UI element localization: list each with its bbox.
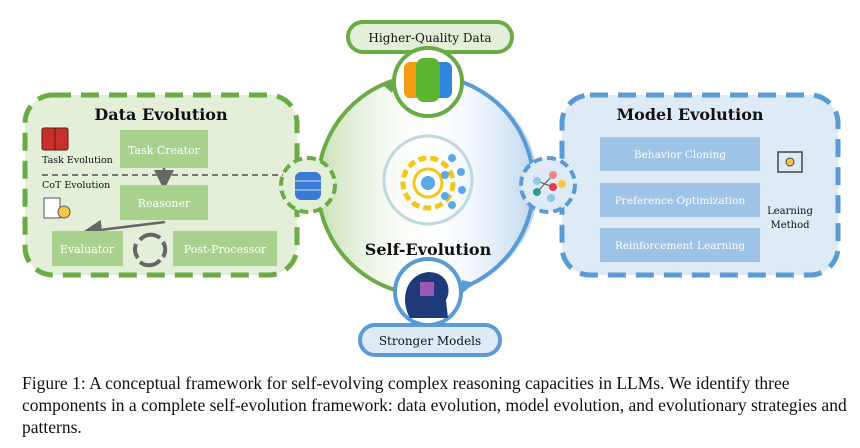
reinforcement-learning-label: Reinforcement Learning [615, 240, 745, 252]
cot-evolution-label: CoT Evolution [42, 180, 110, 191]
task-creator-label: Task Creator [128, 144, 201, 157]
brain-chip-head-icon [393, 257, 463, 327]
post-processor-label: Post-Processor [184, 243, 267, 256]
learning-method-icon [777, 151, 803, 173]
behavior-cloning-label: Behavior Cloning [634, 149, 727, 161]
document-lightbulb-icon [43, 197, 71, 219]
learning-method-label-1: Learning [767, 206, 813, 217]
reasoner-label: Reasoner [138, 197, 191, 210]
evaluator-box [52, 231, 123, 266]
figure-caption: Figure 1: A conceptual framework for sel… [22, 373, 847, 437]
data-evolution-title: Data Evolution [94, 105, 228, 124]
blue-arrowhead [460, 280, 475, 295]
arrow-left [82, 219, 166, 240]
preference-optimization-box [600, 183, 760, 217]
behavior-cloning-box [600, 137, 760, 171]
stronger-models-pill [358, 323, 502, 357]
higher-quality-data-label: Higher-Quality Data [368, 31, 491, 45]
data-evolution-panel: Data Evolution Task Evolution CoT Evolut… [22, 92, 300, 278]
task-evolution-label: Task Evolution [42, 155, 113, 166]
cycle-arrows-icon [132, 232, 168, 268]
neural-network-icon [519, 156, 577, 214]
learning-method-label-2: Method [770, 220, 810, 231]
preference-optimization-label: Preference Optimization [615, 195, 746, 207]
post-processor-box [173, 231, 277, 266]
task-creator-box [120, 130, 208, 168]
reasoner-box [120, 185, 208, 220]
book-icon [41, 127, 69, 151]
self-evolution-cycle: Self-Evolution [315, 73, 538, 298]
model-evolution-title: Model Evolution [616, 105, 763, 124]
model-evolution-panel: Model Evolution Behavior Cloning Prefere… [559, 92, 841, 278]
self-evolution-label: Self-Evolution [365, 240, 492, 259]
reinforcement-learning-box [600, 228, 760, 262]
framework-diagram: Data Evolution Task Evolution CoT Evolut… [22, 20, 841, 357]
stronger-models-label: Stronger Models [379, 334, 481, 348]
gear-network-icon [382, 134, 474, 226]
evaluator-label: Evaluator [60, 243, 115, 256]
colorful-database-icon [392, 46, 464, 118]
database-icon [279, 156, 337, 214]
